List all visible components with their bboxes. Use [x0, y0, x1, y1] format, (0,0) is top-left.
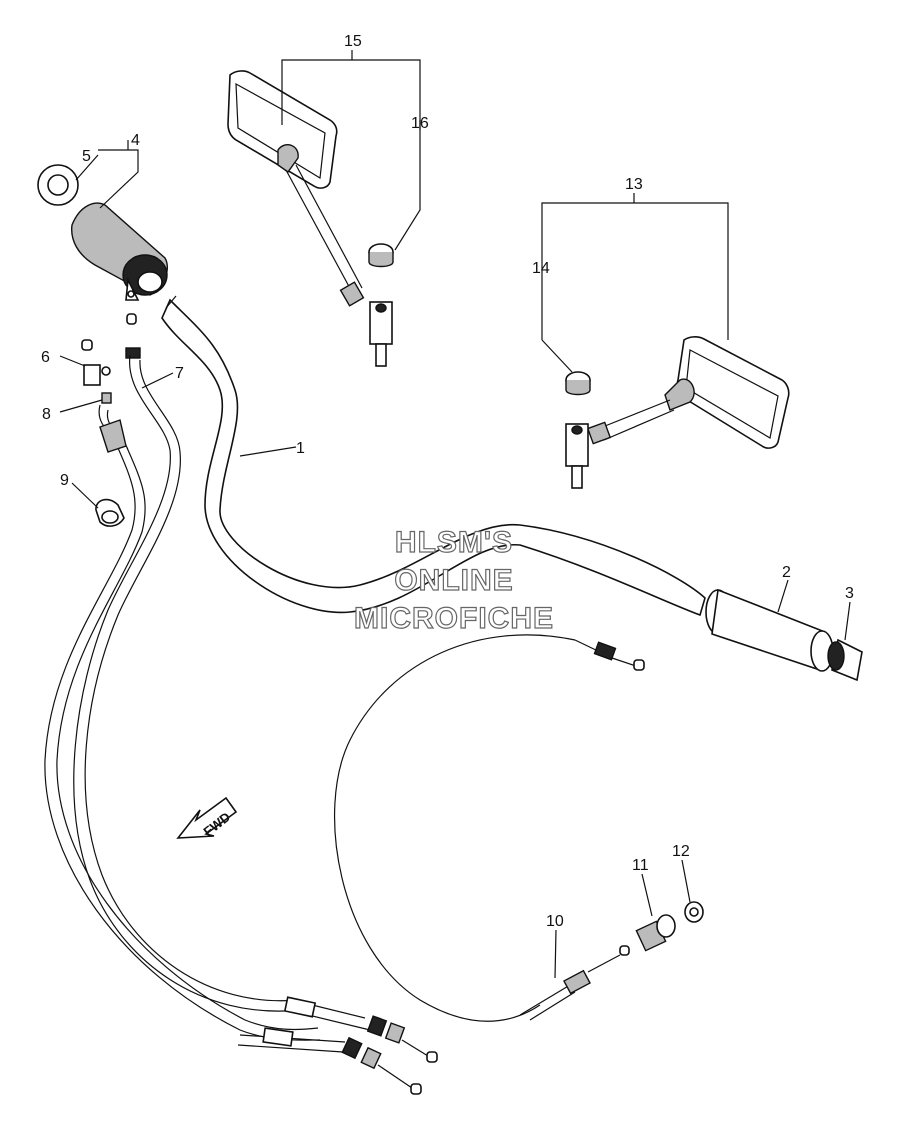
lower-cable-ends[interactable]: [237, 996, 438, 1095]
forward-direction-arrow: FWD: [176, 796, 238, 839]
callout-8: 8: [42, 406, 51, 423]
right-mirror-cap[interactable]: [565, 371, 591, 396]
watermark-line-1: HLSM'S: [395, 526, 513, 559]
callout-1: 1: [296, 440, 305, 457]
leader-lines: [59, 50, 851, 979]
watermark: HLSM'S ONLINE MICROFICHE: [353, 525, 554, 635]
cable-adjuster[interactable]: [635, 914, 676, 952]
callout-14: 14: [532, 260, 550, 277]
callout-10: 10: [546, 913, 564, 930]
watermark-line-2: ONLINE: [394, 564, 513, 597]
callout-6: 6: [41, 349, 50, 366]
callout-11: 11: [632, 857, 649, 874]
watermark-line-3: MICROFICHE: [354, 602, 554, 635]
callout-15: 15: [344, 33, 362, 50]
handlebar[interactable]: [161, 295, 706, 617]
screw[interactable]: [101, 392, 112, 404]
adjuster-nut[interactable]: [684, 901, 704, 923]
callout-9: 9: [60, 472, 69, 489]
callout-13: 13: [625, 176, 643, 193]
callout-labels: 1 2 3 4 5 6 7 8 9 10 11 12 13 14 15 16: [41, 33, 854, 930]
right-grip-end[interactable]: [827, 638, 863, 682]
left-mirror-cap[interactable]: [368, 243, 394, 268]
throttle-bracket[interactable]: [81, 339, 112, 404]
right-grip[interactable]: [705, 588, 834, 672]
callout-12: 12: [672, 843, 690, 860]
callout-2: 2: [782, 564, 791, 581]
left-mirror[interactable]: [227, 70, 393, 367]
left-grip-assembly[interactable]: [37, 164, 168, 301]
cables[interactable]: [44, 354, 321, 1041]
cable-clip[interactable]: [95, 498, 125, 527]
callout-7: 7: [175, 365, 184, 382]
right-mirror[interactable]: [565, 336, 790, 489]
clutch-cable[interactable]: [334, 634, 645, 1022]
throttle-cable-end[interactable]: [125, 313, 141, 359]
callout-16: 16: [411, 115, 429, 132]
callout-4: 4: [131, 132, 140, 149]
callout-3: 3: [845, 585, 854, 602]
callout-5: 5: [82, 148, 91, 165]
